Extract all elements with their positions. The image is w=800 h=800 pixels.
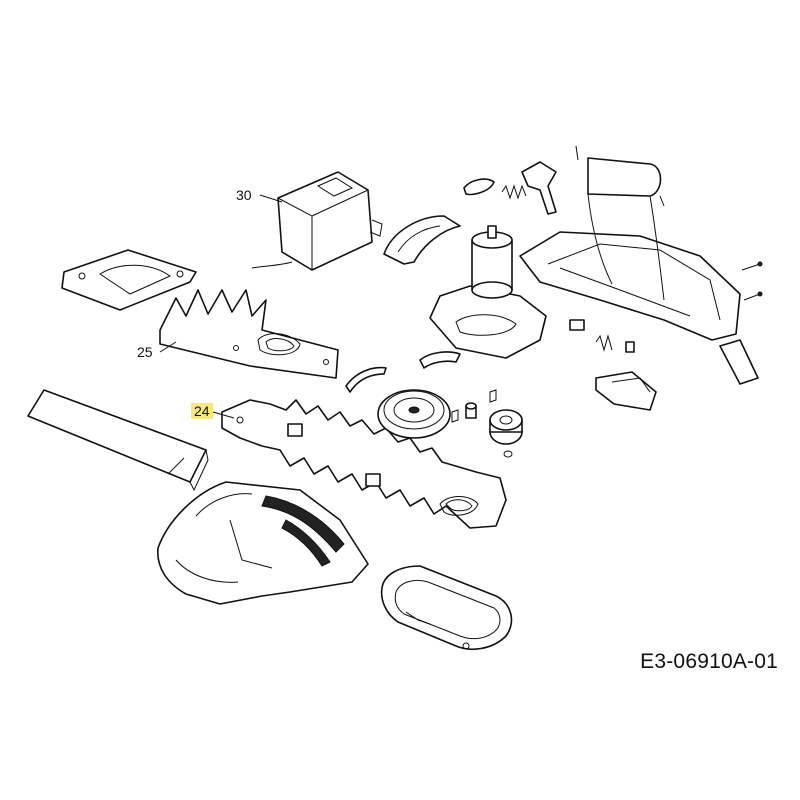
motor-gearbox[interactable] [429,225,547,359]
spring[interactable] [501,184,527,200]
small-gear[interactable] [489,409,523,445]
lock-button[interactable] [463,178,495,196]
curved-clip-2[interactable] [419,351,461,369]
document-code: E3-06910A-01 [640,650,778,673]
screws-center[interactable] [451,389,497,423]
blade-sheath[interactable] [27,389,209,492]
base-plate[interactable] [61,249,197,311]
callout-24-highlighted: 24 [191,403,213,419]
rear-tab[interactable] [719,339,759,385]
spacer-small[interactable] [465,402,477,419]
leader-25 [159,341,177,353]
leader-24 [212,411,235,419]
hedge-blade-part-24[interactable] [221,399,507,529]
latch-piece[interactable] [595,371,657,411]
lower-handle-housing[interactable] [157,481,369,605]
grass-blade-part-25[interactable] [159,289,339,379]
screws-right[interactable] [741,261,763,301]
callout-30: 30 [236,187,252,203]
switch-button[interactable] [521,161,557,215]
leader-30 [259,194,283,203]
curved-clip-1[interactable] [345,366,387,393]
small-spring-and-nut[interactable] [569,319,635,353]
charger-part-30[interactable] [251,171,383,271]
handle-bracket[interactable] [383,215,461,265]
washer[interactable] [503,450,513,458]
callout-25: 25 [137,344,153,360]
battery-cover[interactable] [380,565,513,650]
upper-housing[interactable] [519,145,741,341]
large-gear[interactable] [377,389,451,439]
